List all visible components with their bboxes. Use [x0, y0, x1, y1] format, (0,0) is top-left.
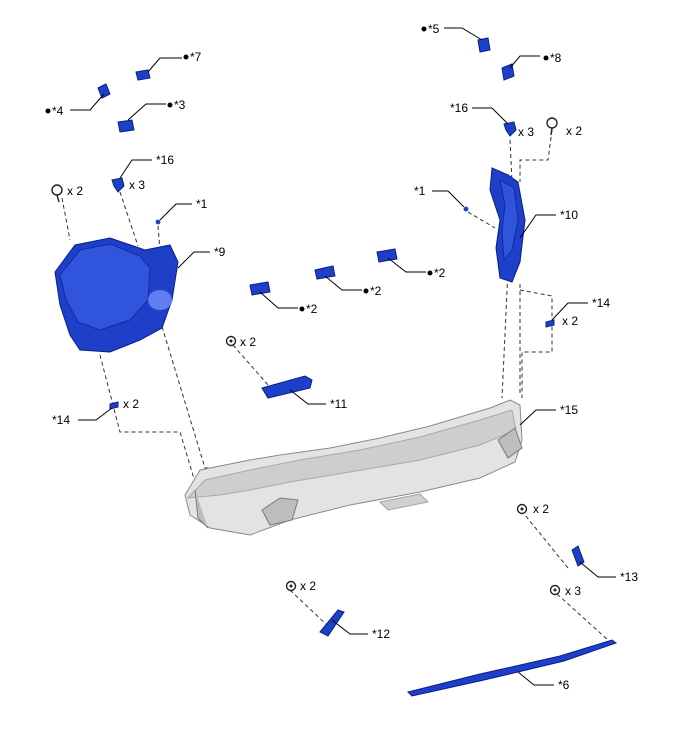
callout-12: *12 — [372, 627, 390, 641]
callout-10: *10 — [560, 208, 578, 222]
callout-13: *13 — [620, 570, 638, 584]
bolts — [51, 117, 561, 596]
quantity-bolt-left: x 2 — [67, 184, 83, 198]
quantity-clip14-left: x 2 — [123, 397, 139, 411]
callout-11: *11 — [330, 397, 347, 411]
leader-lines — [70, 27, 616, 686]
clips-14 — [109, 319, 555, 410]
left-bumper-side-piece — [54, 237, 179, 353]
quantity-bolt-right: x 2 — [566, 124, 582, 138]
bolt-icon — [285, 580, 297, 592]
callout-16-right: *16 — [450, 101, 468, 115]
quantity-labels: x 2 x 3 x 3 x 2 x 2 x 2 x 2 x 2 x 2 x 3 — [67, 124, 582, 598]
lower-strip-6 — [407, 639, 618, 697]
callout-16-left: *16 — [156, 153, 174, 167]
bolt-icon — [549, 584, 561, 596]
callout-3: *3 — [174, 98, 186, 112]
callout-9: *9 — [214, 245, 226, 259]
callout-labels: *7 *4 *3 *5 *8 *16 *16 *1 *1 *9 *10 *2 *… — [52, 22, 638, 692]
quantity-bolt-11: x 2 — [240, 335, 256, 349]
right-bumper-bracket — [489, 167, 526, 283]
callout-6: *6 — [558, 678, 570, 692]
quantity-bolt-6: x 3 — [565, 584, 581, 598]
callout-7: *7 — [190, 50, 202, 64]
callout-dots — [45, 26, 549, 312]
callout-2-b: *2 — [370, 284, 382, 298]
retainers-2 — [249, 248, 398, 296]
quantity-clip14-right: x 2 — [562, 314, 578, 328]
clips-16 — [111, 121, 517, 193]
bolt-icon — [516, 503, 528, 515]
bolt-icon — [225, 335, 237, 347]
rear-bumper-cover — [184, 399, 523, 536]
callout-5: *5 — [428, 22, 440, 36]
callout-15: *15 — [560, 403, 578, 417]
quantity-clip16-right: x 3 — [518, 125, 534, 139]
callout-1-left: *1 — [196, 197, 208, 211]
assembly-guide-lines — [61, 129, 609, 641]
callout-2-c: *2 — [434, 266, 446, 280]
callout-4: *4 — [52, 104, 64, 118]
clips-1 — [155, 206, 469, 225]
quantity-clip16-left: x 3 — [129, 178, 145, 192]
callout-8: *8 — [550, 51, 562, 65]
quantity-bolt-13: x 2 — [533, 502, 549, 516]
callout-2-a: *2 — [306, 302, 318, 316]
bolt-icon — [51, 184, 63, 203]
bracket-11 — [261, 375, 313, 399]
upper-small-parts — [97, 37, 515, 133]
part-13 — [571, 545, 585, 567]
callout-14-right: *14 — [592, 296, 610, 310]
part-12 — [319, 609, 345, 637]
bolt-icon — [546, 117, 558, 136]
callout-1-right: *1 — [414, 184, 426, 198]
callout-14-left: *14 — [52, 413, 70, 427]
quantity-bolt-12: x 2 — [300, 579, 316, 593]
